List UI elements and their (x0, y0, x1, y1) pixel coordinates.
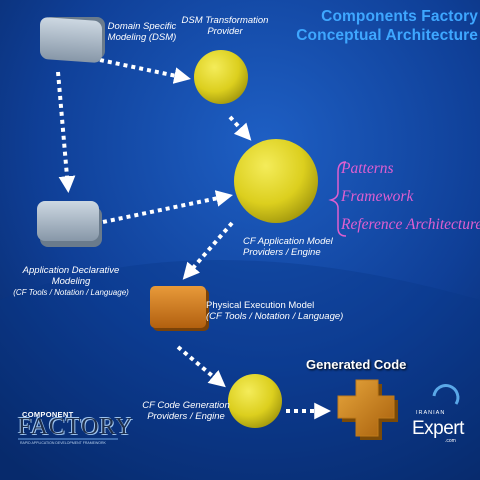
arrow-declarative-to-appmodel (102, 190, 233, 224)
dsm-box (40, 17, 105, 63)
codegen-circle (228, 374, 282, 428)
physical-execution-label-line-1: Physical Execution Model (206, 300, 315, 311)
app-model-label-line-1: CF Application Model (243, 236, 333, 247)
dsm-label: Domain Specific Modeling (DSM) (92, 21, 192, 44)
dsm-label-line-2: Modeling (DSM) (107, 31, 177, 43)
arrow-dsm-to-provider (99, 58, 191, 84)
codegen-label: CF Code Generation Providers / Engine (138, 400, 234, 423)
iranian-expert-logo-top: IRANIAN (416, 410, 446, 416)
iranian-expert-logo: Expert (412, 418, 464, 439)
declarative-label-line-2: Modeling (51, 275, 91, 287)
generated-code-plus-icon (337, 379, 398, 440)
physical-execution-label-line-2: (CF Tools / Notation / Language) (206, 310, 344, 322)
iranian-expert-logo-suffix: .com (445, 438, 456, 444)
dsm-provider-label: DSM Transformation Provider (175, 15, 275, 38)
physical-execution-box (150, 286, 209, 331)
physical-execution-label: Physical Execution Model (CF Tools / Not… (206, 300, 346, 323)
pattern-item-framework: Framework (341, 188, 414, 205)
pattern-item-patterns: Patterns (341, 160, 394, 177)
iranian-expert-logo-arc (432, 384, 460, 405)
component-factory-logo: FACTORY (18, 414, 134, 440)
dsm-label-line-1: Domain Specific (107, 21, 177, 32)
codegen-label-line-2: Providers / Engine (147, 410, 225, 422)
title-line-2: Conceptual Architecture (296, 26, 478, 44)
dsm-provider-label-line-1: DSM Transformation (181, 15, 269, 26)
dsm-provider-label-line-2: Provider (207, 25, 243, 37)
arrows (56, 58, 332, 420)
codegen-label-line-1: CF Code Generation (142, 400, 230, 411)
declarative-label-line-1: Application Declarative (22, 265, 120, 276)
declarative-label: Application Declarative Modeling (CF Too… (6, 265, 136, 297)
dsm-provider-circle (194, 50, 248, 104)
declarative-label-line-3: (CF Tools / Notation / Language) (13, 287, 129, 297)
app-model-label-line-2: Providers / Engine (243, 246, 321, 258)
arrow-appmodel-to-physical (182, 221, 234, 280)
component-factory-logo-top: COMPONENT (22, 410, 74, 419)
title-line-1: Components Factory (321, 8, 478, 25)
arrow-physical-to-codegen (176, 345, 226, 388)
app-model-label: CF Application Model Providers / Engine (243, 236, 353, 259)
pattern-item-reference-architecture: Reference Architecture (341, 216, 480, 233)
generated-code-label: Generated Code (306, 357, 407, 372)
declarative-box (37, 201, 102, 247)
arrow-dsm-to-declarative (56, 71, 76, 194)
component-factory-tagline: RAPID APPLICATION DEVELOPMENT FRAMEWORK (20, 441, 106, 445)
page-title: Components Factory Conceptual Architectu… (282, 8, 478, 46)
patterns-brace (328, 161, 347, 237)
app-model-circle (234, 139, 318, 223)
